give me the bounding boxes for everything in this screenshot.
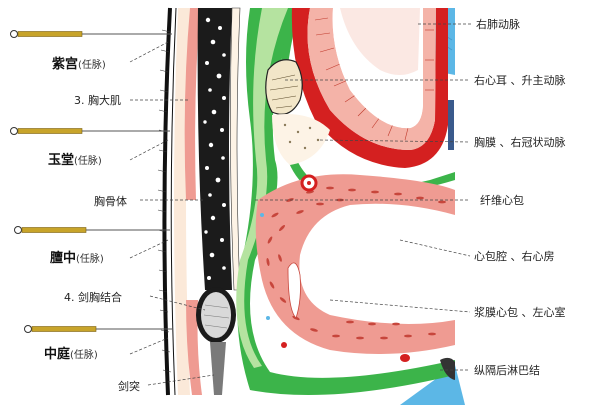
label-sternum-body: 胸骨体 <box>94 195 127 208</box>
right-auricle <box>266 60 303 115</box>
label-pericardium: 胸膜 、右冠状动脉 <box>474 136 566 149</box>
label-right-pulmonary-artery: 右肺动脉 <box>476 18 520 31</box>
label-yutang-main: 玉堂 <box>48 153 74 168</box>
label-danzhong: 膻中(任脉) <box>50 252 104 266</box>
label-xiphoid: 剑突 <box>118 380 140 393</box>
label-zhongting-sub: (任脉) <box>70 350 98 361</box>
label-danzhong-main: 膻中 <box>50 251 76 266</box>
sternum-bone <box>198 8 232 290</box>
label-pectoralis: 3. 胸大肌 <box>74 94 121 107</box>
label-serous-pericardium: 浆膜心包 、左心室 <box>474 306 566 319</box>
label-fibrous-pericardium: 纤维心包 <box>480 194 524 207</box>
label-zigong-main: 紫宫 <box>52 57 78 72</box>
label-zhongting-main: 中庭 <box>44 347 70 362</box>
label-zigong-sub: (任脉) <box>78 60 106 71</box>
label-pericardial-cavity: 心包腔 、右心房 <box>474 250 555 263</box>
label-yutang-sub: (任脉) <box>74 156 102 167</box>
label-xiphisternal: 4. 剑胸结合 <box>64 291 122 304</box>
label-zigong: 紫宫(任脉) <box>52 58 106 72</box>
label-mediastinal-lymph: 纵隔后淋巴结 <box>474 364 540 377</box>
label-zhongting: 中庭(任脉) <box>44 348 98 362</box>
label-danzhong-sub: (任脉) <box>76 254 104 265</box>
label-right-auricle: 右心耳 、升主动脉 <box>474 74 566 87</box>
label-yutang: 玉堂(任脉) <box>48 154 102 168</box>
